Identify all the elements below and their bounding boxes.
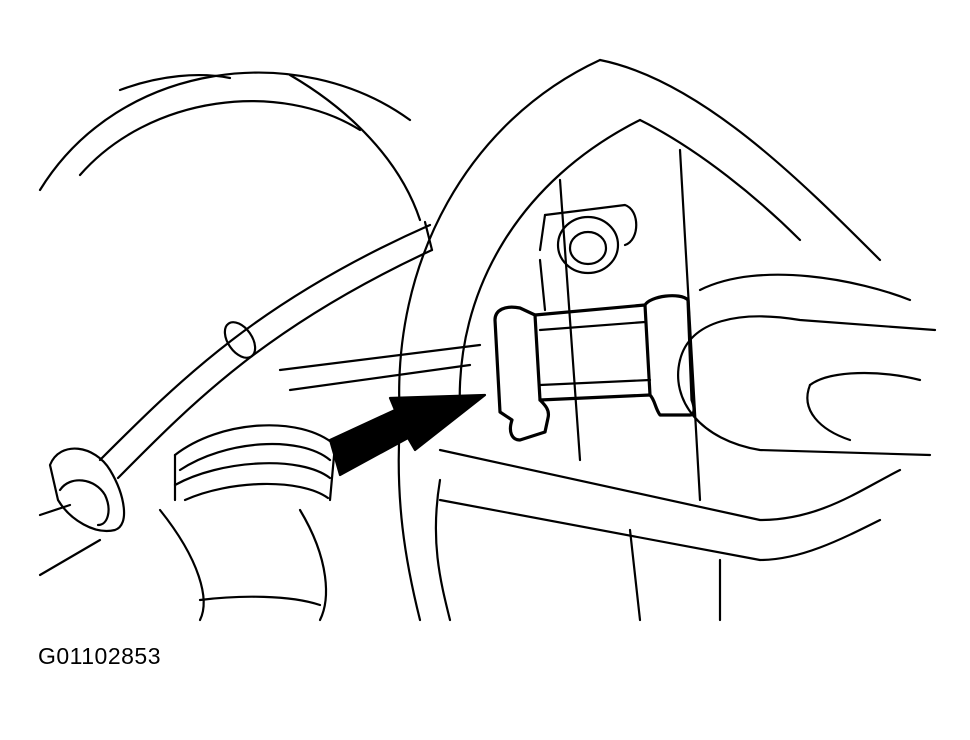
retaining-clip (493, 294, 696, 442)
pointer-arrow (328, 393, 487, 477)
figure-id-label: G01102853 (38, 643, 162, 669)
housing-dome (38, 71, 422, 222)
large-pipe (397, 58, 882, 622)
rubber-boot (158, 424, 337, 622)
frame-rails (278, 148, 902, 622)
upper-fitting (538, 203, 638, 312)
grommet-fitting (38, 447, 126, 577)
brake-line (98, 220, 434, 480)
hose-end (677, 273, 937, 457)
